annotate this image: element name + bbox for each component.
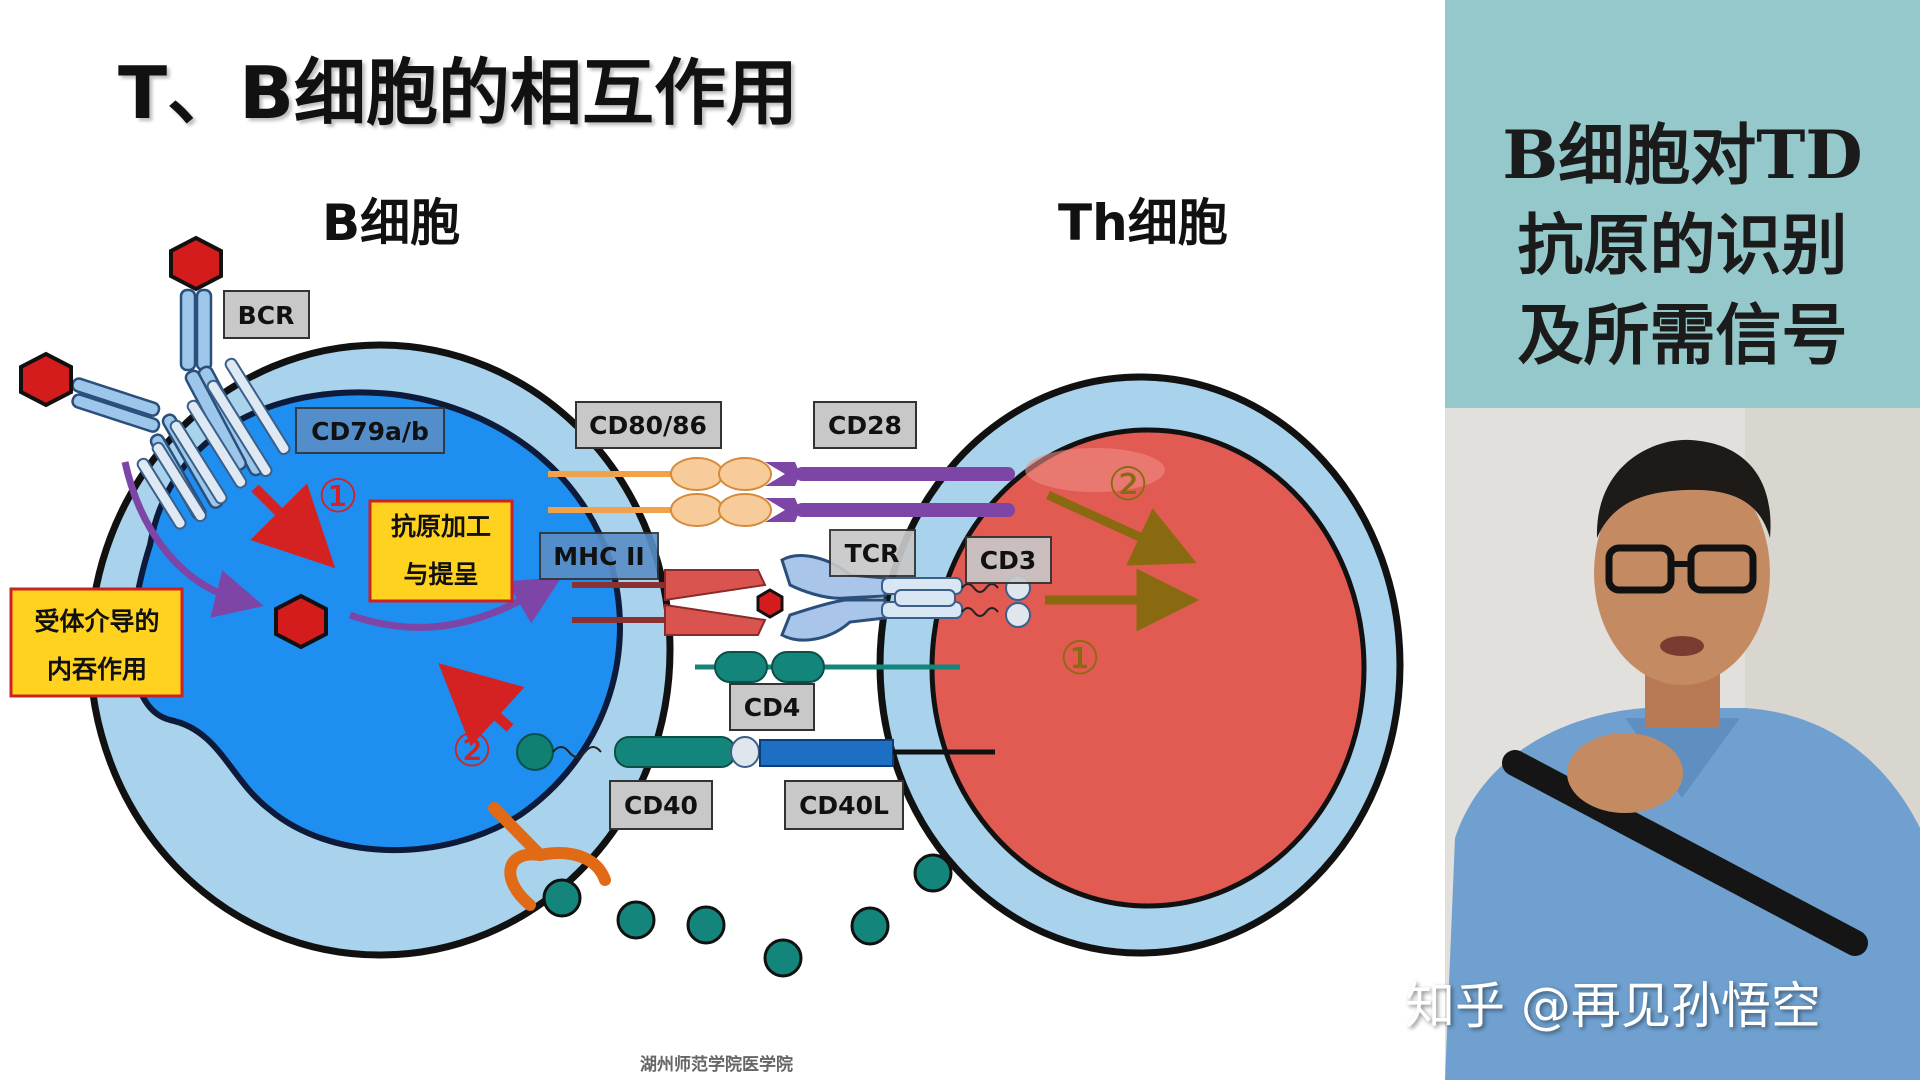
cd4-molecule (695, 651, 960, 683)
side-heading: B细胞对TD 抗原的识别 及所需信号 (1445, 110, 1920, 380)
th-cell (876, 373, 1404, 957)
side-heading-line: 抗原的识别 (1517, 206, 1848, 284)
svg-text:内吞作用: 内吞作用 (47, 655, 147, 684)
footer-institution: 湖州师范学院医学院 (640, 1055, 793, 1075)
slide: T、B细胞的相互作用 (9, 51, 1404, 1075)
svg-text:CD80/86: CD80/86 (589, 411, 707, 440)
svg-text:抗原加工: 抗原加工 (391, 512, 491, 541)
tcr-label: TCR (829, 529, 916, 577)
slide-title: T、B细胞的相互作用 (118, 51, 798, 135)
cytokine-receptor (488, 802, 611, 911)
peptide-icon (756, 588, 784, 619)
antigen-icons (19, 235, 784, 650)
svg-text:CD3: CD3 (980, 546, 1037, 575)
cd79-label: CD79a/b (295, 407, 445, 454)
svg-text:CD40L: CD40L (799, 791, 889, 820)
cd40-cd40l (516, 733, 995, 771)
svg-text:CD79a/b: CD79a/b (311, 417, 429, 446)
svg-text:受体介导的: 受体介导的 (34, 607, 159, 636)
th-signal-2-marker: ② (1107, 457, 1148, 511)
svg-text:TCR: TCR (845, 539, 900, 568)
antigen-hexagon-icon (274, 593, 328, 650)
signal-arrows (121, 461, 1200, 747)
th-signal-1-marker: ① (1059, 631, 1100, 685)
cd40l-label: CD40L (784, 780, 904, 830)
cd3-label: CD3 (965, 536, 1052, 584)
cd80-86-label: CD80/86 (575, 401, 722, 449)
svg-text:CD40: CD40 (624, 791, 698, 820)
svg-text:CD4: CD4 (744, 693, 801, 722)
svg-text:BCR: BCR (238, 301, 295, 330)
presenter-illustration (1445, 408, 1920, 1080)
watermark: 知乎 @再见孙悟空 (1405, 977, 1821, 1035)
side-panel: B细胞对TD 抗原的识别 及所需信号 (1445, 0, 1920, 408)
antigen-hexagon-icon (169, 235, 223, 292)
svg-text:与提呈: 与提呈 (403, 560, 478, 589)
step-markers: ① ② ② ① (317, 457, 1148, 777)
tb-interaction-diagram: ① ② ② ① B细胞 Th细胞 BCR CD79a/b CD80/86 (9, 194, 1404, 978)
cd40-label: CD40 (609, 780, 713, 830)
side-heading-line: 及所需信号 (1517, 296, 1848, 374)
th-cell-label: Th细胞 (1058, 194, 1228, 252)
side-heading-line: B细胞对TD (1502, 116, 1863, 194)
cytokine-dots (542, 853, 953, 978)
cd28-label: CD28 (813, 401, 917, 449)
mhc2-molecule (572, 569, 767, 636)
bcr-label: BCR (223, 290, 310, 339)
presenter-video (1445, 408, 1920, 1080)
molecule-labels: BCR CD79a/b CD80/86 CD28 MHC II TCR (223, 290, 1052, 830)
antigen-hexagon-icon (19, 351, 73, 408)
b-cell-label: B细胞 (322, 194, 460, 252)
bcr-receptors (71, 288, 291, 530)
processing-box: 抗原加工 与提呈 (368, 499, 514, 603)
b-signal-1-marker: ① (317, 469, 358, 523)
endocytosis-box: 受体介导的 内吞作用 (9, 587, 184, 698)
cd4-label: CD4 (729, 683, 815, 731)
b-signal-2-marker: ② (451, 723, 492, 777)
mhc2-label: MHC II (539, 532, 659, 580)
svg-text:MHC II: MHC II (553, 542, 644, 571)
svg-text:CD28: CD28 (828, 411, 902, 440)
cd80-cd28-pairs (548, 457, 1015, 527)
